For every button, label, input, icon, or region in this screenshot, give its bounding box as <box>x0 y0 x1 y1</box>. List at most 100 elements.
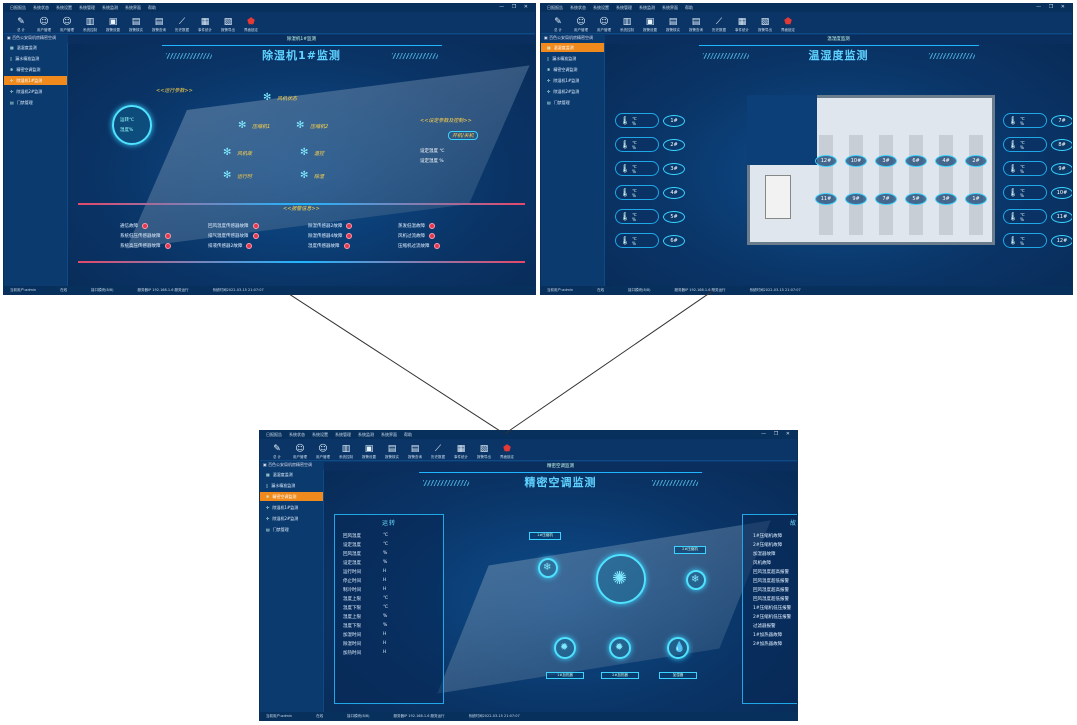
room-sensor[interactable]: 7# <box>875 193 897 205</box>
toolbar-button[interactable]: ☺用户管理 <box>56 13 78 33</box>
sidebar-item[interactable]: ✻精密空调监测 <box>260 492 323 501</box>
sidebar-item[interactable]: ▯漏水精准监测 <box>260 481 323 490</box>
toolbar-button[interactable]: ▤报警查询 <box>685 13 707 33</box>
sensor-id[interactable]: 3# <box>663 163 685 175</box>
menu-item[interactable]: 系统监测 <box>639 5 655 10</box>
toolbar-button[interactable]: ☺用户管理 <box>312 440 334 460</box>
sensor-id[interactable]: 1# <box>663 115 685 127</box>
menu-item[interactable]: 系统设置 <box>593 5 609 10</box>
menu-item[interactable]: 系统管理 <box>335 432 351 437</box>
sidebar-item[interactable]: ✢除湿机1#监测 <box>4 76 67 85</box>
sensor-card[interactable]: 🌡℃% <box>615 233 659 248</box>
toolbar-button[interactable]: ▥系统控制 <box>616 13 638 33</box>
toolbar-button[interactable]: ▦事件统计 <box>731 13 753 33</box>
toolbar-button[interactable]: ⬟界面锁定 <box>777 13 799 33</box>
toolbar-button[interactable]: ▤报警查询 <box>404 440 426 460</box>
toolbar-button[interactable]: ▣报警设置 <box>639 13 661 33</box>
room-sensor[interactable]: 12# <box>815 155 837 167</box>
sidebar-item[interactable]: ▦温湿度监测 <box>260 470 323 479</box>
toolbar-button[interactable]: ⬟界面锁定 <box>240 13 262 33</box>
sensor-card[interactable]: 🌡℃% <box>1003 185 1047 200</box>
sensor-card[interactable]: 🌡℃% <box>1003 113 1047 128</box>
sensor-id[interactable]: 11# <box>1051 211 1072 223</box>
sidebar-item[interactable]: ✻精密空调监测 <box>4 65 67 74</box>
room-sensor[interactable]: 5# <box>905 193 927 205</box>
toolbar-button[interactable]: ▦事件统计 <box>194 13 216 33</box>
toolbar-button[interactable]: ✎总 计 <box>10 13 32 33</box>
toolbar-button[interactable]: ⟋历史数据 <box>171 13 193 33</box>
menu-item[interactable]: 系统管理 <box>616 5 632 10</box>
menu-item[interactable]: 帮助 <box>685 5 693 10</box>
toolbar-button[interactable]: ▤报警核实 <box>125 13 147 33</box>
sensor-id[interactable]: 9# <box>1051 163 1072 175</box>
sidebar-item[interactable]: ✢除湿机1#监测 <box>260 503 323 512</box>
toolbar-button[interactable]: ▥系统控制 <box>79 13 101 33</box>
menu-item[interactable]: 系统监测 <box>358 432 374 437</box>
menu-item[interactable]: 帮助 <box>148 5 156 10</box>
sidebar-item[interactable]: ✢除湿机2#监测 <box>541 87 604 96</box>
menu-item[interactable]: 系统状态 <box>570 5 586 10</box>
toolbar-button[interactable]: ☺用户管理 <box>593 13 615 33</box>
toolbar-button[interactable]: ▤报警核实 <box>381 440 403 460</box>
room-sensor[interactable]: 9# <box>845 193 867 205</box>
sensor-id[interactable]: 7# <box>1051 115 1072 127</box>
sidebar-item[interactable]: ✢除湿机1#监测 <box>541 76 604 85</box>
sidebar-item[interactable]: ▦温湿度监测 <box>541 43 604 52</box>
menu-item[interactable]: 系统管理 <box>79 5 95 10</box>
toolbar-button[interactable]: ▧报警导出 <box>217 13 239 33</box>
menu-item[interactable]: 系统监测 <box>102 5 118 10</box>
toolbar-button[interactable]: ▤报警查询 <box>148 13 170 33</box>
menu-item[interactable]: 日报报告 <box>547 5 563 10</box>
window-controls[interactable]: — ❐ ✕ <box>1036 4 1068 10</box>
sidebar-item[interactable]: ▦温湿度监测 <box>4 43 67 52</box>
sensor-card[interactable]: 🌡℃% <box>1003 161 1047 176</box>
toolbar-button[interactable]: ▧报警导出 <box>754 13 776 33</box>
window-controls[interactable]: — ❐ ✕ <box>761 431 793 437</box>
sidebar-item[interactable]: ✢除湿机2#监测 <box>4 87 67 96</box>
toolbar-button[interactable]: ☺用户管理 <box>33 13 55 33</box>
room-sensor[interactable]: 2# <box>965 155 987 167</box>
room-sensor[interactable]: 3# <box>875 155 897 167</box>
sensor-card[interactable]: 🌡℃% <box>1003 233 1047 248</box>
sensor-id[interactable]: 6# <box>663 235 685 247</box>
sensor-id[interactable]: 2# <box>663 139 685 151</box>
toolbar-button[interactable]: ▤报警核实 <box>662 13 684 33</box>
menu-item[interactable]: 日报报告 <box>266 432 282 437</box>
toolbar-button[interactable]: ▦事件统计 <box>450 440 472 460</box>
sensor-id[interactable]: 10# <box>1051 187 1072 199</box>
room-sensor[interactable]: 10# <box>845 155 867 167</box>
sidebar-item[interactable]: ▤门禁管理 <box>260 525 323 534</box>
sidebar-item[interactable]: ✻精密空调监测 <box>541 65 604 74</box>
sidebar-item[interactable]: ✢除湿机2#监测 <box>260 514 323 523</box>
power-switch[interactable]: 开机/关机 <box>448 131 478 140</box>
toolbar-button[interactable]: ✎总 计 <box>266 440 288 460</box>
menu-item[interactable]: 系统状态 <box>33 5 49 10</box>
sensor-card[interactable]: 🌡℃% <box>615 137 659 152</box>
menu-item[interactable]: 系统界面 <box>381 432 397 437</box>
room-sensor[interactable]: 4# <box>935 155 957 167</box>
menu-item[interactable]: 帮助 <box>404 432 412 437</box>
sensor-id[interactable]: 8# <box>1051 139 1072 151</box>
room-sensor[interactable]: 3# <box>935 193 957 205</box>
sensor-card[interactable]: 🌡℃% <box>615 209 659 224</box>
toolbar-button[interactable]: ▣报警设置 <box>102 13 124 33</box>
menu-item[interactable]: 系统界面 <box>662 5 678 10</box>
menu-item[interactable]: 系统设置 <box>56 5 72 10</box>
sidebar-item[interactable]: ▯漏水精准监测 <box>4 54 67 63</box>
menu-item[interactable]: 日报报告 <box>10 5 26 10</box>
toolbar-button[interactable]: ⟋历史数据 <box>427 440 449 460</box>
room-sensor[interactable]: 6# <box>905 155 927 167</box>
sensor-card[interactable]: 🌡℃% <box>615 185 659 200</box>
menu-item[interactable]: 系统设置 <box>312 432 328 437</box>
sensor-card[interactable]: 🌡℃% <box>615 113 659 128</box>
toolbar-button[interactable]: ▧报警导出 <box>473 440 495 460</box>
menu-item[interactable]: 系统状态 <box>289 432 305 437</box>
sidebar-item[interactable]: ▤门禁管理 <box>4 98 67 107</box>
sensor-card[interactable]: 🌡℃% <box>1003 137 1047 152</box>
room-sensor[interactable]: 1# <box>965 193 987 205</box>
room-sensor[interactable]: 11# <box>815 193 837 205</box>
toolbar-button[interactable]: ☺用户管理 <box>570 13 592 33</box>
sensor-id[interactable]: 4# <box>663 187 685 199</box>
menu-item[interactable]: 系统界面 <box>125 5 141 10</box>
sidebar-item[interactable]: ▯漏水精准监测 <box>541 54 604 63</box>
